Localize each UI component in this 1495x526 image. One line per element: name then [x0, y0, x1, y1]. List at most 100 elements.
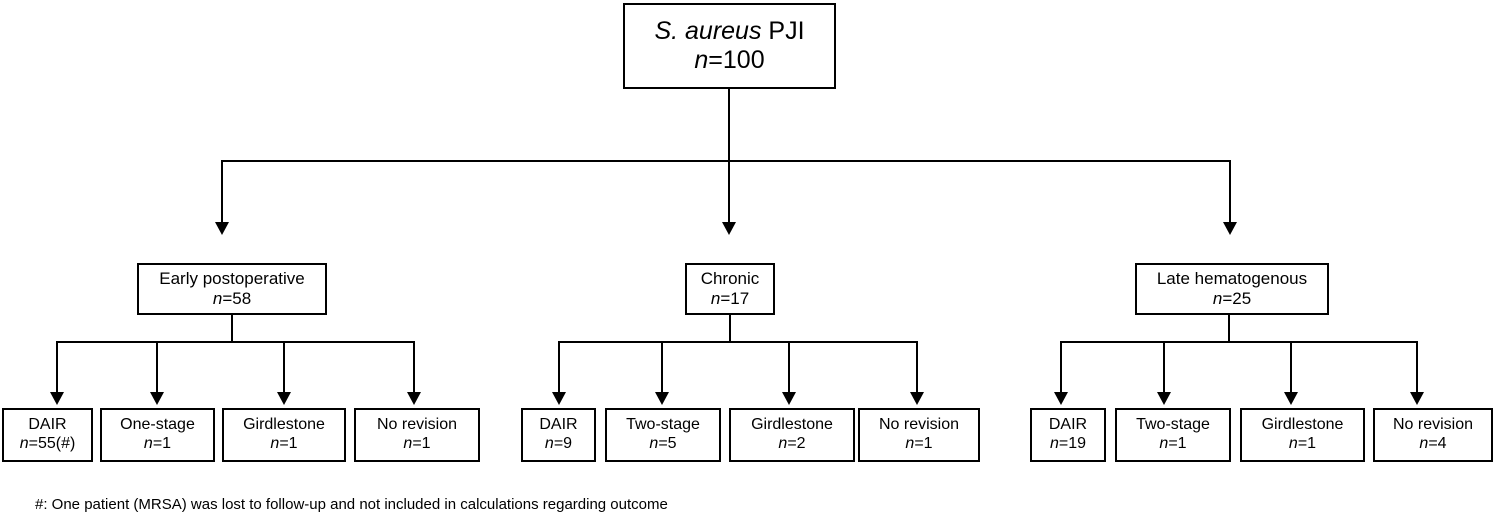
footnote-text: #: One patient (MRSA) was lost to follow… [35, 496, 668, 513]
node-root-s-aureus-pji: S. aureus PJI n=100 [623, 3, 836, 89]
node-early-girdlestone: Girdlestone n=1 [222, 408, 346, 462]
node-chronic-count-value: =17 [720, 289, 750, 308]
node-early-no-revision-n-prefix: n [403, 435, 413, 452]
node-early-postoperative-count-value: =58 [222, 289, 252, 308]
node-late-two-stage-n-prefix: n [1159, 435, 1169, 452]
node-chronic-two-stage-count-value: =5 [658, 435, 677, 452]
node-early-one-stage-n-prefix: n [143, 435, 153, 452]
node-late-hematogenous-count: n=25 [1213, 289, 1251, 309]
node-chronic-no-revision-count: n=1 [905, 435, 932, 454]
node-early-one-stage-count-value: =1 [152, 435, 172, 452]
node-chronic-dair-count-value: =9 [553, 435, 573, 452]
node-early-dair-count-value: =55(#) [28, 435, 76, 452]
connector-chronic-to-two-stage [661, 341, 663, 393]
node-late-girdlestone-label: Girdlestone [1261, 416, 1344, 434]
connector-chronic-to-no-revision [916, 341, 918, 393]
connector-chronic-bus [558, 341, 918, 343]
node-late-dair-label: DAIR [1048, 416, 1088, 434]
connector-root-stem [728, 89, 730, 162]
node-early-dair-count: n=55(#) [20, 435, 76, 454]
node-chronic-no-revision-count-value: =1 [914, 435, 933, 452]
arrowhead-late-to-girdlestone [1284, 392, 1298, 405]
node-early-postoperative: Early postoperative n=58 [137, 263, 327, 315]
connector-late-to-girdlestone [1290, 341, 1292, 393]
arrowhead-root-to-early [215, 222, 229, 235]
connector-late-to-dair [1060, 341, 1062, 393]
connector-chronic-to-dair [558, 341, 560, 393]
node-late-dair: DAIR n=19 [1030, 408, 1106, 462]
connector-early-stem [231, 315, 233, 343]
node-root-label-rest: PJI [761, 16, 805, 45]
node-late-no-revision: No revision n=4 [1373, 408, 1493, 462]
connector-late-to-two-stage [1163, 341, 1165, 393]
arrowhead-chronic-to-girdlestone [782, 392, 796, 405]
node-early-no-revision: No revision n=1 [354, 408, 480, 462]
arrowhead-early-to-no-revision [407, 392, 421, 405]
node-chronic-n-prefix: n [710, 289, 721, 308]
arrowhead-root-to-late [1223, 222, 1237, 235]
node-late-two-stage-count: n=1 [1159, 435, 1186, 454]
connector-early-to-dair [56, 341, 58, 393]
node-late-hematogenous-count-value: =25 [1222, 289, 1252, 308]
arrowhead-chronic-to-two-stage [655, 392, 669, 405]
node-chronic-girdlestone-n-prefix: n [778, 435, 788, 452]
connector-root-bus [221, 160, 1230, 162]
node-chronic-two-stage: Two-stage n=5 [605, 408, 721, 462]
node-late-no-revision-count: n=4 [1419, 435, 1446, 454]
node-chronic-dair-label: DAIR [539, 416, 578, 434]
node-chronic-girdlestone-label: Girdlestone [751, 416, 833, 434]
node-early-girdlestone-count: n=1 [270, 435, 297, 454]
connector-early-to-one-stage [156, 341, 158, 393]
arrowhead-root-to-chronic [722, 222, 736, 235]
connector-chronic-stem [729, 315, 731, 343]
node-chronic-label: Chronic [700, 268, 760, 288]
node-early-girdlestone-count-value: =1 [279, 435, 298, 452]
node-chronic-no-revision: No revision n=1 [858, 408, 980, 462]
node-root-count-value: =100 [708, 46, 765, 74]
connector-chronic-to-girdlestone [788, 341, 790, 393]
arrowhead-early-to-one-stage [150, 392, 164, 405]
node-early-girdlestone-label: Girdlestone [243, 416, 325, 434]
node-late-girdlestone-n-prefix: n [1288, 435, 1298, 452]
node-chronic-girdlestone: Girdlestone n=2 [729, 408, 855, 462]
connector-early-bus [56, 341, 415, 343]
connector-root-to-chronic [728, 160, 730, 223]
connector-early-to-no-revision [413, 341, 415, 393]
node-early-dair-n-prefix: n [19, 435, 29, 452]
connector-early-to-girdlestone [283, 341, 285, 393]
node-early-postoperative-label: Early postoperative [159, 268, 305, 288]
arrowhead-chronic-to-no-revision [910, 392, 924, 405]
node-early-no-revision-label: No revision [376, 416, 458, 434]
node-chronic-two-stage-count: n=5 [649, 435, 676, 454]
node-late-two-stage-label: Two-stage [1136, 416, 1210, 434]
node-late-dair-count: n=19 [1050, 435, 1086, 454]
arrowhead-late-to-no-revision [1410, 392, 1424, 405]
node-early-no-revision-count-value: =1 [412, 435, 431, 452]
connector-late-to-no-revision [1416, 341, 1418, 393]
arrowhead-chronic-to-dair [552, 392, 566, 405]
node-late-girdlestone-count-value: =1 [1297, 435, 1317, 452]
node-chronic: Chronic n=17 [685, 263, 775, 315]
node-late-no-revision-count-value: =4 [1428, 435, 1447, 452]
node-late-no-revision-n-prefix: n [1419, 435, 1429, 452]
node-early-postoperative-count: n=58 [213, 289, 251, 309]
connector-root-to-early [221, 160, 223, 223]
node-early-postoperative-n-prefix: n [212, 289, 223, 308]
node-late-no-revision-label: No revision [1392, 416, 1474, 434]
node-chronic-dair-n-prefix: n [544, 435, 554, 452]
connector-late-bus [1060, 341, 1418, 343]
node-chronic-dair: DAIR n=9 [521, 408, 596, 462]
arrowhead-late-to-two-stage [1157, 392, 1171, 405]
arrowhead-late-to-dair [1054, 392, 1068, 405]
node-chronic-girdlestone-count: n=2 [778, 435, 805, 454]
node-chronic-count: n=17 [711, 289, 749, 309]
node-late-girdlestone-count: n=1 [1289, 435, 1316, 454]
node-late-two-stage: Two-stage n=1 [1115, 408, 1231, 462]
node-late-dair-n-prefix: n [1049, 435, 1059, 452]
arrowhead-early-to-dair [50, 392, 64, 405]
node-early-dair-label: DAIR [28, 416, 67, 434]
node-chronic-no-revision-label: No revision [878, 416, 960, 434]
node-late-hematogenous-n-prefix: n [1212, 289, 1223, 308]
node-early-no-revision-count: n=1 [403, 435, 430, 454]
